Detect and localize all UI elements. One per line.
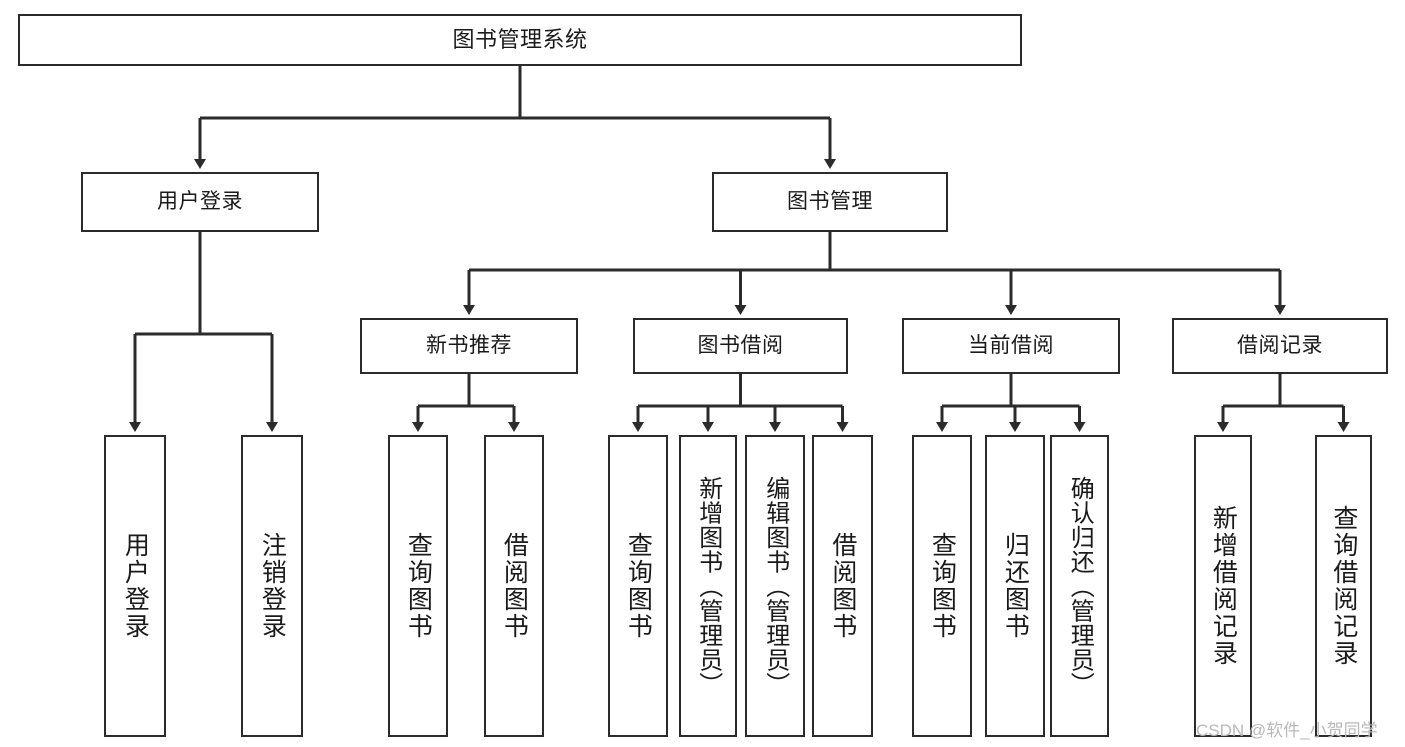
node-label: 图书借阅 (697, 334, 784, 358)
node-leaf-confirm-return[interactable]: 确认归还（管理员） (1050, 435, 1109, 737)
node-label: 借阅记录 (1237, 334, 1323, 358)
node-label: 查询图书 (624, 532, 653, 640)
node-label: 确认归还（管理员） (1066, 475, 1094, 697)
node-label: 用户登录 (121, 532, 150, 640)
node-root-system[interactable]: 图书管理系统 (18, 14, 1022, 66)
node-leaf-return-book[interactable]: 归还图书 (985, 435, 1045, 737)
node-label: 图书管理 (787, 190, 873, 214)
node-leaf-edit-book[interactable]: 编辑图书（管理员） (745, 435, 805, 737)
node-label: 查询借阅记录 (1329, 505, 1358, 667)
node-label: 当前借阅 (968, 334, 1054, 358)
node-label: 注销登录 (258, 532, 287, 640)
node-borrow-record[interactable]: 借阅记录 (1172, 318, 1388, 374)
node-leaf-query-book-1[interactable]: 查询图书 (388, 435, 448, 737)
node-label: 查询图书 (404, 532, 433, 640)
node-leaf-user-login[interactable]: 用户登录 (104, 435, 166, 737)
node-label: 归还图书 (1001, 532, 1030, 640)
node-user-login[interactable]: 用户登录 (81, 172, 319, 232)
node-book-management[interactable]: 图书管理 (712, 172, 948, 232)
node-leaf-query-book-2[interactable]: 查询图书 (608, 435, 668, 737)
node-label: 查询图书 (928, 532, 957, 640)
node-new-book-recommend[interactable]: 新书推荐 (360, 318, 578, 374)
node-label: 新增借阅记录 (1209, 505, 1238, 667)
node-label: 图书管理系统 (452, 26, 588, 52)
node-leaf-borrow-book-1[interactable]: 借阅图书 (484, 435, 544, 737)
node-leaf-add-book[interactable]: 新增图书（管理员） (679, 435, 737, 737)
node-current-borrow[interactable]: 当前借阅 (902, 318, 1120, 374)
node-label: 借阅图书 (828, 532, 857, 640)
node-leaf-borrow-book-2[interactable]: 借阅图书 (812, 435, 873, 737)
node-label: 新增图书（管理员） (694, 475, 722, 697)
node-label: 新书推荐 (426, 334, 512, 358)
node-book-borrow[interactable]: 图书借阅 (633, 318, 848, 374)
node-label: 编辑图书（管理员） (761, 475, 789, 697)
node-label: 用户登录 (157, 190, 243, 214)
node-leaf-query-book-3[interactable]: 查询图书 (912, 435, 972, 737)
node-leaf-add-record[interactable]: 新增借阅记录 (1194, 435, 1252, 737)
node-leaf-logout-login[interactable]: 注销登录 (241, 435, 303, 737)
node-leaf-query-record[interactable]: 查询借阅记录 (1315, 435, 1372, 737)
csdn-watermark: CSDN @软件_小贺同学 (1196, 721, 1378, 740)
node-label: 借阅图书 (500, 532, 529, 640)
